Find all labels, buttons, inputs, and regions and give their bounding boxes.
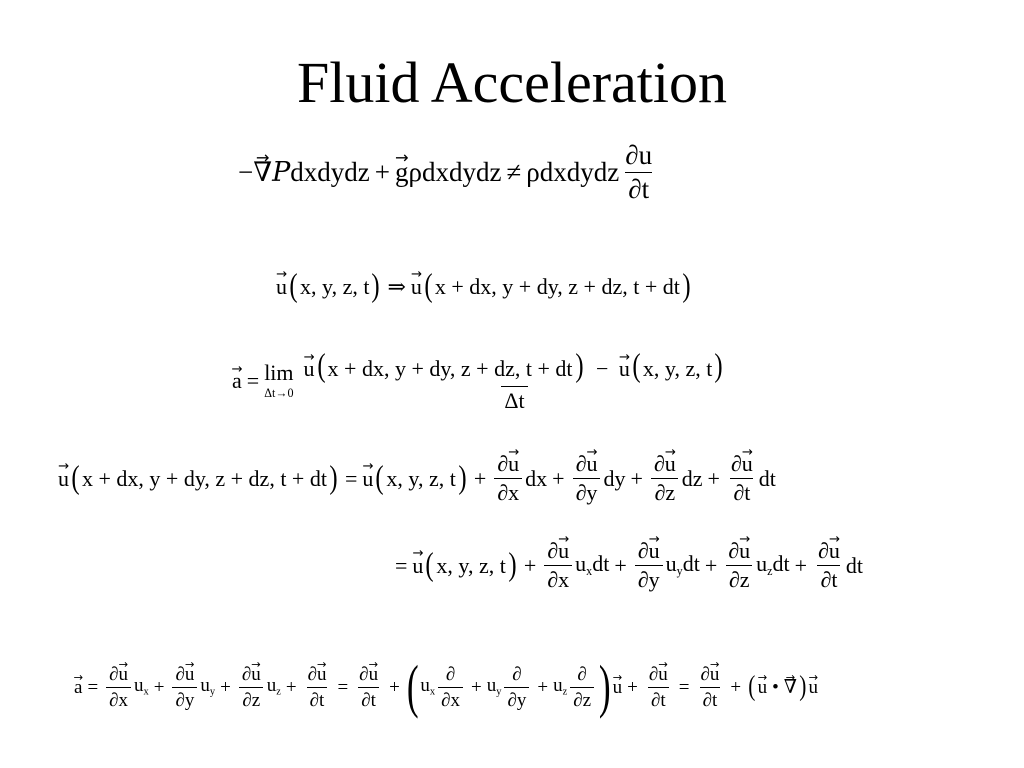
limit-operator: lim Δt→0	[264, 360, 294, 401]
taylor-expansion: u(x + dx, y + dy, z + dz, t + dt) = u(x,…	[58, 453, 776, 504]
density-symbol: ρ	[408, 157, 422, 187]
velocity-displacement: u (x, y, z, t) ⇒ u (x + dx, y + dy, z + …	[276, 270, 693, 303]
minus-sign: −	[238, 157, 254, 187]
volume-term: dxdydz	[290, 157, 370, 187]
difference-quotient: u(x + dx, y + dy, z + dz, t + dt) − u(x,…	[301, 350, 729, 412]
volume-term: dxdydz	[421, 157, 502, 187]
mass-term: ρdxdydz	[526, 157, 620, 187]
partial-u-over-t: ∂u ∂t	[625, 140, 653, 204]
velocity-vector: u	[276, 275, 287, 298]
nabla-vector: ∇	[253, 159, 272, 186]
velocity-vector: u	[411, 275, 422, 298]
gravity-vector: g	[395, 159, 409, 186]
material-derivative: a = ∂u∂xux + ∂u∂yuy + ∂u∂zuz + ∂u∂t = ∂u…	[74, 657, 818, 717]
pressure-symbol: P	[272, 157, 291, 188]
momentum-inequality: − ∇ P dxdydz + g ρ dxdydz ≠ ρdxdydz ∂u ∂…	[238, 142, 658, 203]
args-xyzt: x, y, z, t	[300, 273, 370, 299]
not-equal-sign: ≠	[506, 157, 522, 187]
slide-title: Fluid Acceleration	[296, 50, 728, 115]
args-displaced: x + dx, y + dy, z + dz, t + dt	[434, 273, 680, 299]
acceleration-vector: a	[232, 370, 242, 392]
implies-arrow: ⇒	[387, 273, 406, 299]
taylor-expansion-velocity: = u(x, y, z, t) + ∂u∂x uxdt + ∂u∂y uydt …	[390, 540, 863, 591]
acceleration-limit: a = lim Δt→0 u(x + dx, y + dy, z + dz, t…	[232, 350, 731, 412]
